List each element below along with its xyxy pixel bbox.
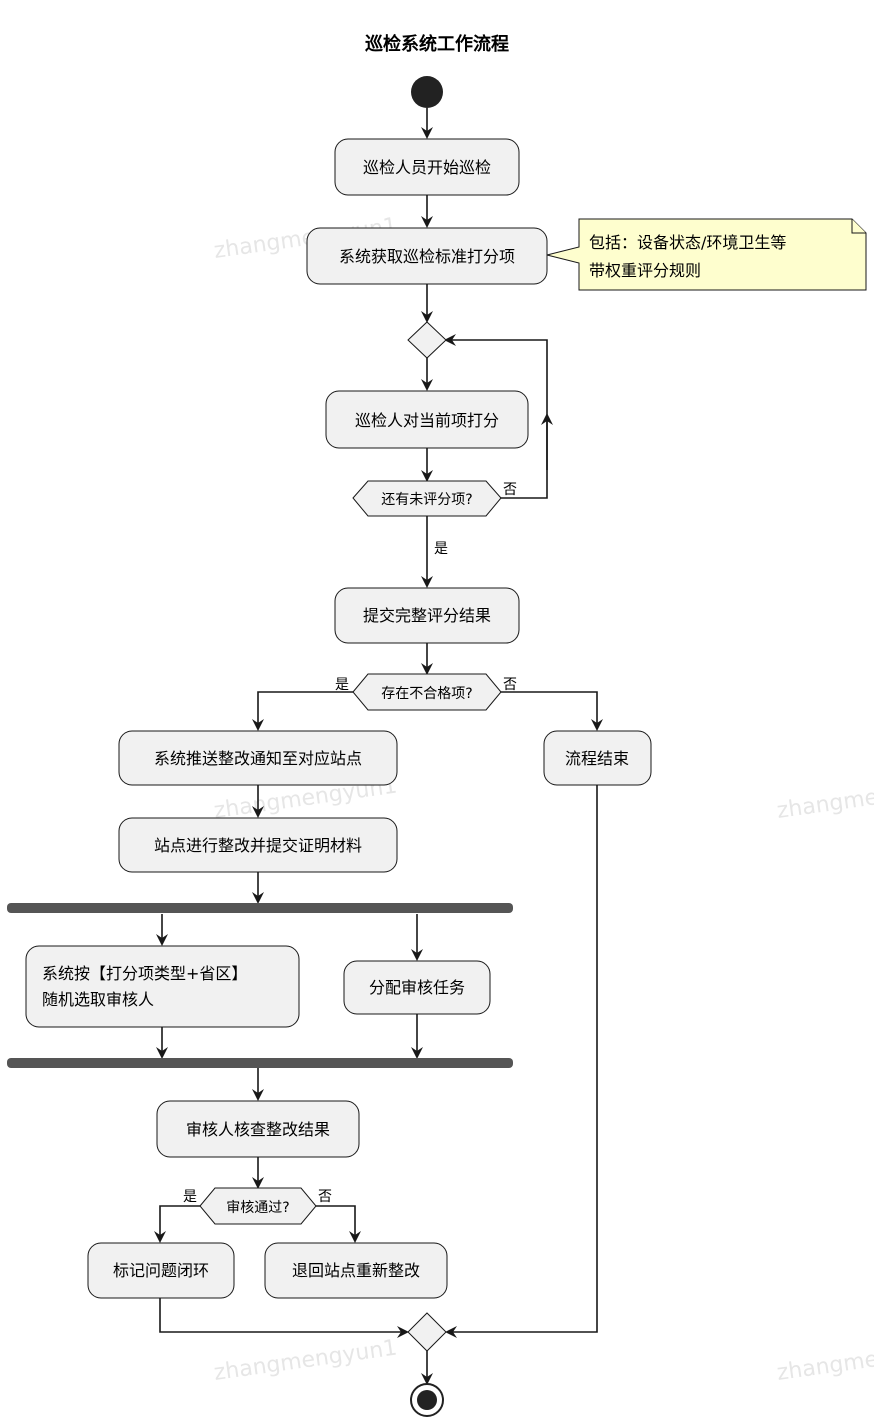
no-label: 否 (503, 677, 517, 693)
edge-merge-left (159, 1298, 409, 1338)
note: 包括：设备状态/环境卫生等 带权重评分规则 (546, 218, 867, 291)
node-flow-end: 流程结束 (543, 730, 652, 786)
yes-label: 是 (434, 541, 448, 557)
node-random-reviewer: 系统按【打分项类型+省区】 随机选取审核人 (25, 945, 300, 1028)
watermark: zhangmengyun1 (775, 773, 874, 823)
decision-label: 审核通过? (226, 1200, 289, 1216)
node-review-check: 审核人核查整改结果 (156, 1100, 360, 1158)
node-mark-closed: 标记问题闭环 (87, 1242, 235, 1299)
node-label: 分配审核任务 (369, 978, 465, 997)
decision-label: 还有未评分项? (381, 492, 472, 508)
decision-more-items: 还有未评分项? (352, 480, 502, 517)
node-label: 巡检人对当前项打分 (355, 411, 499, 430)
edge-review-no (316, 1205, 361, 1243)
no-label: 否 (318, 1189, 332, 1205)
start-node (411, 76, 443, 108)
no-label: 否 (503, 482, 517, 498)
merge-diamond (407, 1312, 447, 1352)
end-node (410, 1383, 444, 1417)
node-label: 站点进行整改并提交证明材料 (154, 836, 362, 855)
diagram-title: 巡检系统工作流程 (365, 33, 509, 55)
node-label: 巡检人员开始巡检 (363, 158, 491, 177)
watermark: zhangmengyun1 (775, 1335, 874, 1385)
decision-label: 存在不合格项? (381, 686, 472, 702)
decision-review-passed: 审核通过? (199, 1187, 317, 1225)
merge-diamond (407, 321, 447, 359)
yes-label: 是 (183, 1189, 197, 1205)
decision-has-unqualified: 存在不合格项? (352, 673, 502, 711)
node-submit-result: 提交完整评分结果 (334, 587, 520, 644)
node-score-item: 巡检人对当前项打分 (325, 390, 529, 449)
node-push-notice: 系统推送整改通知至对应站点 (118, 730, 398, 786)
node-label: 系统推送整改通知至对应站点 (154, 749, 362, 768)
node-label: 提交完整评分结果 (363, 606, 491, 625)
node-label-line-1: 系统按【打分项类型+省区】 (42, 964, 247, 983)
node-label: 退回站点重新整改 (292, 1261, 420, 1280)
note-line-2: 带权重评分规则 (589, 261, 701, 280)
edges (154, 108, 603, 1385)
node-assign-task: 分配审核任务 (343, 960, 491, 1015)
node-label-line-2: 随机选取审核人 (42, 990, 154, 1009)
node-label: 审核人核查整改结果 (186, 1120, 330, 1139)
node-station-rectify: 站点进行整改并提交证明材料 (118, 817, 398, 873)
node-label: 流程结束 (565, 749, 629, 768)
edge-no-branch (501, 691, 603, 731)
edge-merge-right (445, 785, 598, 1338)
note-line-1: 包括：设备状态/环境卫生等 (589, 233, 786, 252)
edge-review-yes (154, 1205, 200, 1243)
node-label: 标记问题闭环 (113, 1261, 209, 1280)
node-return-station: 退回站点重新整改 (264, 1242, 448, 1299)
node-start-inspection: 巡检人员开始巡检 (334, 138, 520, 196)
node-fetch-items: 系统获取巡检标准打分项 (306, 227, 548, 285)
yes-label: 是 (335, 677, 349, 693)
node-label: 系统获取巡检标准打分项 (339, 247, 515, 266)
watermark: zhangmengyun1 (212, 1335, 398, 1385)
edge-yes-branch (252, 691, 353, 731)
fork-bar (7, 903, 513, 913)
join-bar (7, 1058, 513, 1068)
